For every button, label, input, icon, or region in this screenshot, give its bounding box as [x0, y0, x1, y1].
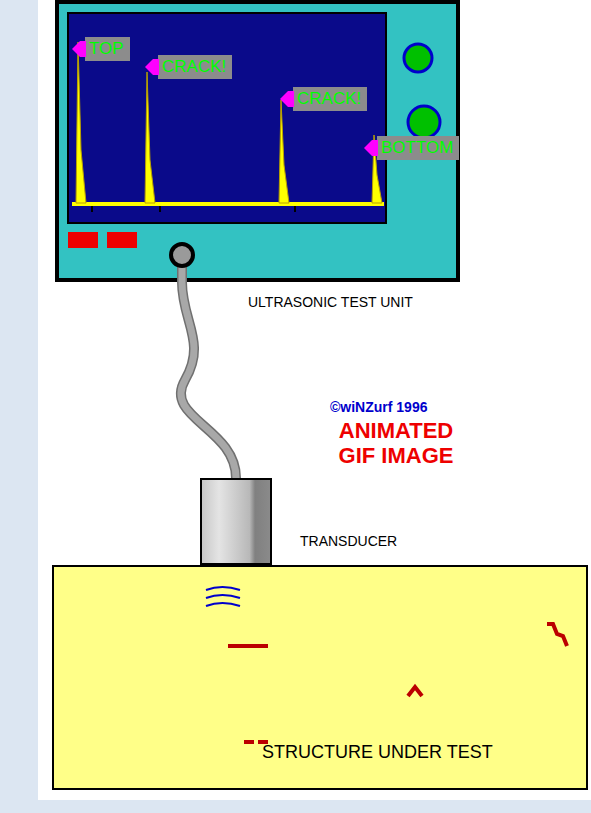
echo-tag: CRACK! — [293, 87, 367, 111]
echo-tag: BOTTOM — [377, 136, 459, 160]
echo-tag: CRACK! — [158, 55, 232, 79]
tag-pointer — [280, 87, 294, 111]
transducer-label: TRANSDUCER — [300, 532, 397, 550]
tag-pointer — [364, 136, 378, 160]
test-unit: ULTRASONIC TEST UNITTOPCRACK!CRACK!BOTTO… — [55, 0, 460, 282]
echo-label: TOP — [89, 38, 124, 60]
echo-tag: TOP — [85, 37, 130, 61]
structure-label: STRUCTURE UNDER TEST — [262, 741, 493, 763]
echo-label: CRACK! — [162, 56, 226, 78]
copyright-note: ©wiNZurf 1996 — [330, 398, 427, 416]
tag-pointer — [72, 37, 86, 61]
echo-label: BOTTOM — [381, 137, 453, 159]
unit-label: ULTRASONIC TEST UNIT — [248, 293, 413, 311]
watermark: ANIMATED GIF IMAGE — [318, 418, 474, 468]
structure-block: STRUCTURE UNDER TEST — [52, 565, 588, 790]
cable — [181, 282, 236, 478]
echo-label: CRACK! — [297, 88, 361, 110]
tag-pointer — [145, 55, 159, 79]
transducer: TRANSDUCER — [200, 478, 272, 565]
